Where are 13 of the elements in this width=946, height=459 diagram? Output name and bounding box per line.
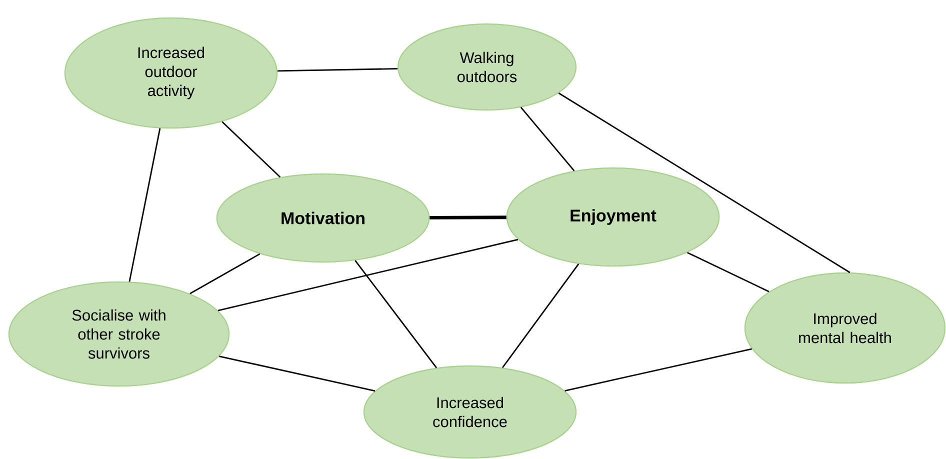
connector-line — [128, 128, 161, 282]
connector-line — [222, 121, 281, 178]
connector-line — [219, 356, 376, 392]
connector-line — [558, 92, 850, 274]
connector-line — [218, 238, 518, 312]
connector-line — [520, 106, 575, 172]
connector-line — [278, 68, 398, 72]
connector-line — [354, 260, 438, 368]
connector-line — [687, 252, 770, 292]
connector-line — [430, 216, 506, 220]
connector-line — [190, 253, 260, 294]
connector-line — [502, 264, 580, 368]
connector-line — [564, 348, 752, 392]
